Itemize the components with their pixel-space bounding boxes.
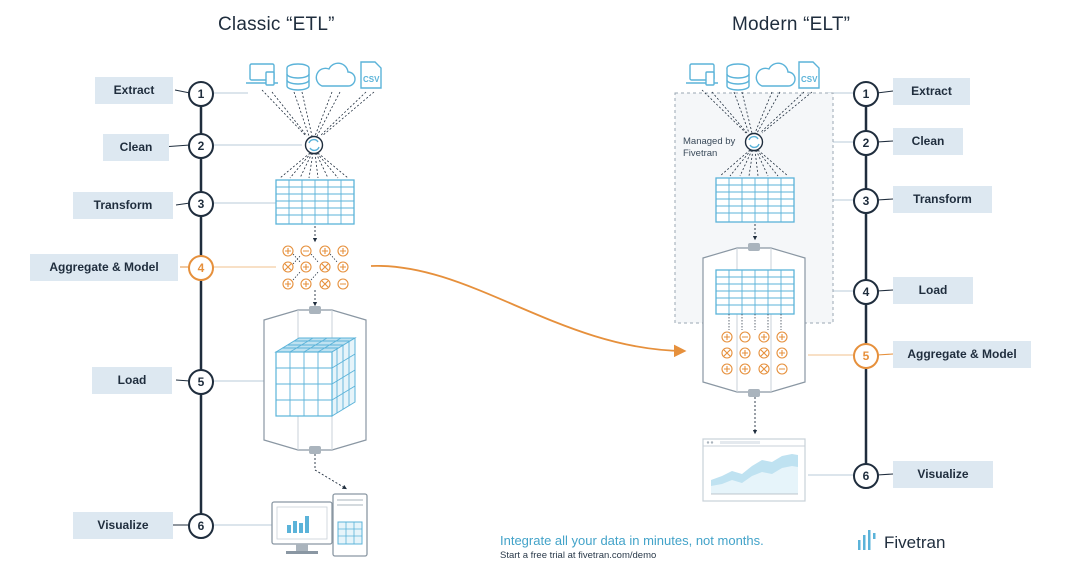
elt-label-load: Load (893, 277, 973, 304)
etl-label-aggregate: Aggregate & Model (30, 254, 178, 281)
etl-step-5: 5 (188, 369, 214, 395)
elt-step-2: 2 (853, 130, 879, 156)
transform-table-icon (275, 179, 355, 225)
etl-step-6: 6 (188, 513, 214, 539)
clean-hub-icon (744, 132, 764, 152)
database-icon (726, 63, 750, 91)
csv-file-icon: CSV (360, 61, 382, 89)
elt-step-4: 4 (853, 279, 879, 305)
dashboard-chart-icon (702, 438, 806, 502)
elt-label-extract: Extract (893, 78, 970, 105)
managed-note: Managed by Fivetran (683, 136, 735, 160)
managed-note-line1: Managed by (683, 136, 736, 147)
elt-label-aggregate: Aggregate & Model (893, 341, 1031, 368)
elt-title: Modern “ELT” (732, 14, 851, 35)
elt-label-transform: Transform (893, 186, 992, 213)
brand-name: Fivetran (884, 533, 946, 552)
elt-step-5: 5 (853, 343, 879, 369)
warehouse-cube-icon (263, 306, 367, 454)
elt-label-visualize: Visualize (893, 461, 993, 488)
aggregate-ops-icon (282, 245, 349, 290)
svg-text:CSV: CSV (363, 75, 380, 84)
database-icon (286, 63, 310, 91)
aggregate-ops-icon (721, 331, 788, 375)
etl-step-3: 3 (188, 191, 214, 217)
elt-step-3: 3 (853, 188, 879, 214)
promo-subline: Start a free trial at fivetran.com/demo (500, 550, 657, 561)
elt-label-clean: Clean (893, 128, 963, 155)
etl-step-4: 4 (188, 255, 214, 281)
promo-headline: Integrate all your data in minutes, not … (500, 533, 764, 548)
warehouse-icon (702, 243, 806, 397)
loaded-table-icon (715, 269, 795, 315)
etl-step-1: 1 (188, 81, 214, 107)
etl-label-extract: Extract (95, 77, 173, 104)
server-tower-icon (332, 493, 368, 557)
csv-file-icon: CSV (798, 61, 820, 89)
fivetran-bars-icon (858, 530, 876, 550)
elt-step-6: 6 (853, 463, 879, 489)
managed-note-line2: Fivetran (683, 148, 718, 159)
etl-label-visualize: Visualize (73, 512, 173, 539)
etl-title: Classic “ETL” (218, 14, 335, 35)
svg-text:CSV: CSV (801, 75, 818, 84)
etl-label-transform: Transform (73, 192, 173, 219)
cloud-icon (315, 62, 356, 87)
elt-step-1: 1 (853, 81, 879, 107)
etl-label-load: Load (92, 367, 172, 394)
laptop-phone-icon (246, 63, 278, 86)
transform-table-icon (715, 177, 795, 223)
monitor-chart-icon (271, 501, 333, 554)
clean-hub-icon (304, 135, 324, 155)
etl-label-clean: Clean (103, 134, 169, 161)
shift-arrow (370, 265, 687, 358)
etl-step-2: 2 (188, 133, 214, 159)
cloud-icon (755, 62, 796, 87)
laptop-phone-icon (686, 63, 718, 86)
